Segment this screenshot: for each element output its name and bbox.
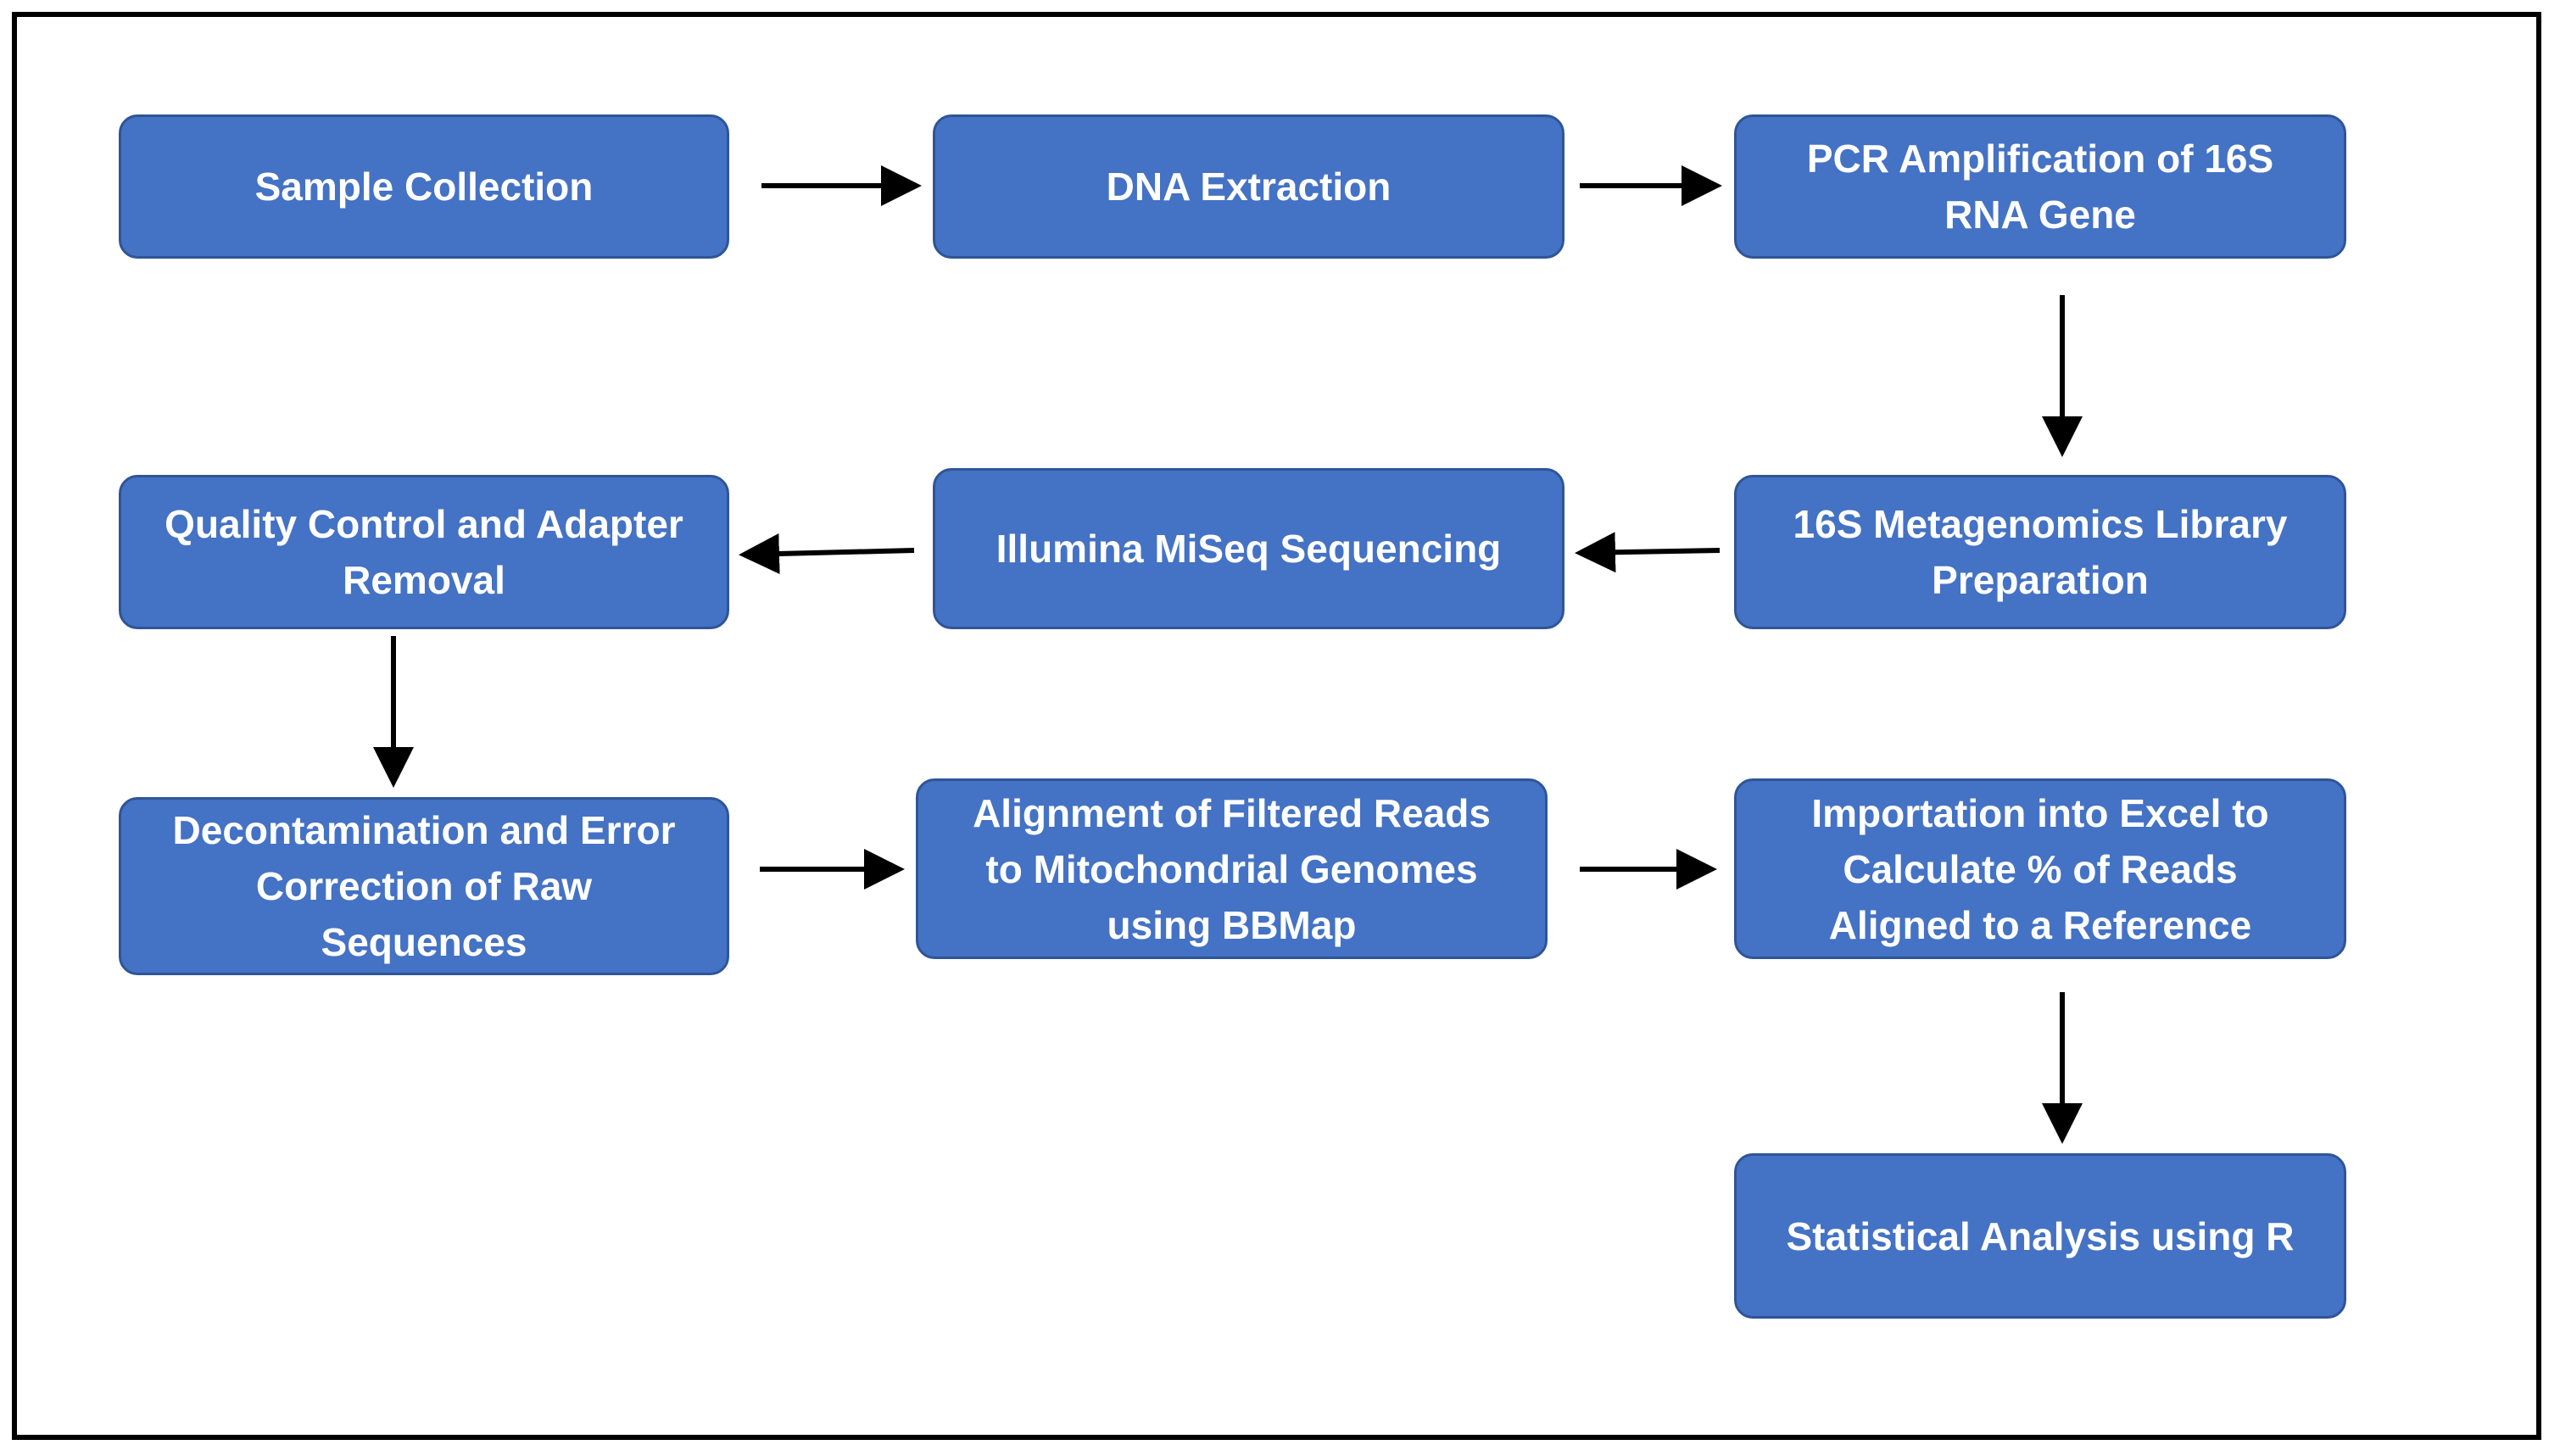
step-alignment-label: Alignment of Filtered Reads to Mitochond…: [973, 790, 1491, 947]
step-decontamination: Decontamination and Error Correction of …: [119, 797, 729, 975]
step-statistical-analysis-label: Statistical Analysis using R: [1786, 1213, 2295, 1258]
step-quality-control: Quality Control and Adapter Removal: [119, 475, 729, 629]
step-dna-extraction-label: DNA Extraction: [1106, 165, 1392, 209]
step-pcr-amplification-label: PCR Amplification of 16S RNA Gene: [1806, 137, 2274, 237]
step-sample-collection: Sample Collection: [119, 114, 729, 259]
step-importation-excel: Importation into Excel to Calculate % of…: [1734, 778, 2346, 959]
step-miseq-sequencing-label: Illumina MiSeq Sequencing: [996, 527, 1502, 571]
step-alignment: Alignment of Filtered Reads to Mitochond…: [916, 778, 1548, 959]
step-sample-collection-label: Sample Collection: [254, 165, 594, 209]
step-miseq-sequencing: Illumina MiSeq Sequencing: [933, 468, 1564, 629]
step-dna-extraction: DNA Extraction: [933, 114, 1564, 259]
step-decontamination-label: Decontamination and Error Correction of …: [172, 808, 676, 964]
step-library-preparation: 16S Metagenomics Library Preparation: [1734, 475, 2346, 629]
step-importation-excel-label: Importation into Excel to Calculate % of…: [1811, 790, 2269, 947]
step-pcr-amplification: PCR Amplification of 16S RNA Gene: [1734, 114, 2346, 259]
step-library-preparation-label: 16S Metagenomics Library Preparation: [1793, 502, 2288, 602]
step-statistical-analysis: Statistical Analysis using R: [1734, 1153, 2346, 1319]
step-quality-control-label: Quality Control and Adapter Removal: [165, 502, 683, 602]
